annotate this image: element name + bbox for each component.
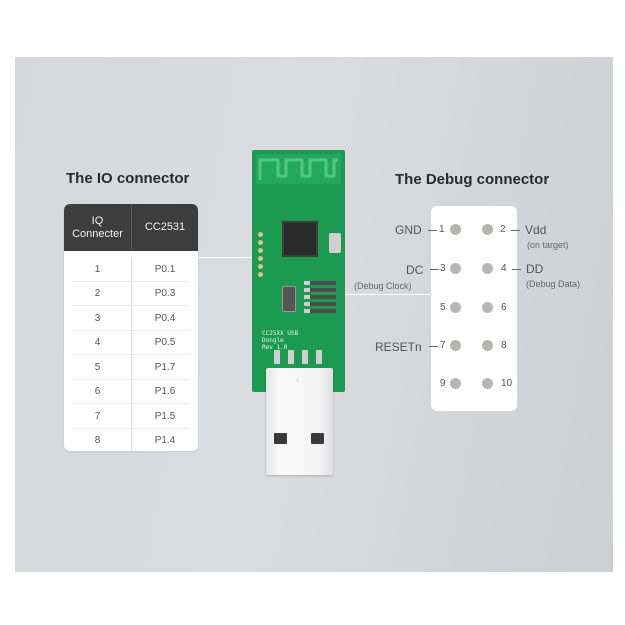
signal-dc: DC [406,263,424,277]
table-row: 2 P0.3 [64,281,198,306]
debug-header-pins [304,281,336,316]
port-cell: P0.3 [154,288,176,300]
signal-note: (Debug Clock) [354,281,412,291]
pin-number: 1 [439,224,445,235]
usb-hole-left [274,433,287,444]
leader-dash [430,269,439,270]
usb-mark-icon: ▫ [296,376,299,385]
port-cell: P1.5 [154,410,176,422]
pin-number: 5 [440,302,446,313]
pin-cell: 2 [64,281,132,306]
pin-cell: 5 [64,355,132,380]
pin-number: 4 [501,263,507,274]
port-cell: P1.4 [154,435,176,447]
pin-dot-icon [450,378,461,389]
io-connector-title: The IO connector [66,170,190,187]
pcb-label-line: Dongle [262,337,284,344]
io-header-pads [258,232,263,280]
table-row: 8 P1.4 [64,428,198,451]
signal-dd: DD [526,262,544,276]
pcb-button-icon [329,233,341,253]
pin-dot-icon [450,263,461,274]
leader-dash [512,269,521,270]
pin-dot-icon [482,224,493,235]
debug-connector-title: The Debug connector [395,171,550,188]
pcb-label-line: CC25XX USB [262,330,299,337]
table-row: 7 P1.5 [64,404,198,429]
header-cc2531: CC2531 [144,221,186,233]
port-cell: P1.6 [154,386,176,398]
usb-plug: ▫ [266,368,333,475]
io-leader-line [198,257,260,258]
pin-number: 3 [440,263,446,274]
pin-dot-icon [482,378,493,389]
table-row: 5 P1.7 [64,355,198,380]
port-cell: P1.7 [154,361,176,373]
pcb-antenna-icon [256,154,341,184]
pin-dot-icon [450,224,461,235]
port-cell: P0.4 [154,312,176,324]
pin-cell: 8 [64,428,132,451]
pin-dot-icon [482,302,493,313]
usb-contact-pins [274,350,322,364]
header-line-1: IQ [91,214,104,227]
debug-leader-line [340,294,431,295]
pin-dot-icon [482,340,493,351]
pin-cell: 7 [64,404,132,429]
crystal-icon [282,286,296,312]
table-row: 1 P0.1 [64,257,198,282]
signal-resetn: RESETn [375,340,422,354]
table-row: 3 P0.4 [64,306,198,331]
pin-number: 7 [440,340,446,351]
pin-cell: 4 [64,330,132,355]
usb-dongle-pcb: CC25XX USB Dongle Rev 1.0 [252,150,345,392]
pin-cell: 3 [64,306,132,331]
leader-dash [428,230,437,231]
pin-dot-icon [482,263,493,274]
leader-dash [429,346,438,347]
pin-number: 9 [440,378,446,389]
pin-number: 2 [500,224,506,235]
pin-dot-icon [450,302,461,313]
pin-cell: 1 [64,257,132,282]
port-cell: P0.5 [154,337,176,349]
leader-dash [511,230,520,231]
debug-connector-panel [431,206,517,411]
pcb-silkscreen-label: CC25XX USB Dongle Rev 1.0 [262,330,298,351]
pin-number: 6 [501,302,507,313]
pin-number: 8 [501,340,507,351]
signal-note: (on target) [527,240,569,250]
pin-dot-icon [450,340,461,351]
cc2531-chip-icon [282,221,318,257]
signal-note: (Debug Data) [526,279,581,289]
signal-vdd: Vdd [525,223,547,237]
pcb-label-line: Rev 1.0 [262,344,288,351]
signal-gnd: GND [395,223,422,237]
pin-cell: 6 [64,379,132,404]
header-line-2: Connecter [72,227,123,240]
usb-hole-right [311,433,324,444]
pin-number: 10 [501,378,513,389]
table-row: 4 P0.5 [64,330,198,355]
table-row: 6 P1.6 [64,379,198,404]
port-cell: P0.1 [154,263,176,275]
